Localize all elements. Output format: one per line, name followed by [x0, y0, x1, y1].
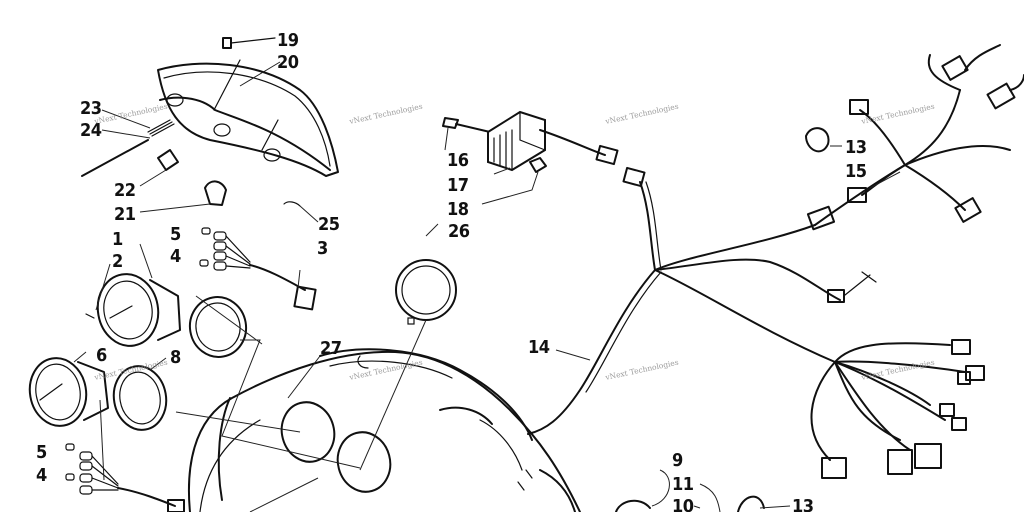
callout-5-upper: 5	[170, 224, 181, 245]
watermark-text: vNext Technologies	[604, 358, 680, 383]
callout-1: 1	[112, 229, 123, 250]
regulator-nut	[481, 157, 547, 205]
callout-17: 17	[447, 175, 469, 196]
bulb-socket	[139, 149, 179, 187]
cable-tie-upper	[805, 127, 842, 153]
callout-20: 20	[277, 52, 299, 73]
watermark-text: vNext Technologies	[348, 102, 424, 127]
bottom-parts	[615, 469, 791, 512]
speedometer	[85, 243, 181, 347]
callout-6: 6	[96, 345, 107, 366]
callout-14: 14	[528, 337, 550, 358]
regulator-bolt	[442, 117, 491, 151]
callout-11: 11	[672, 474, 694, 495]
callout-3: 3	[317, 238, 328, 259]
callout-16: 16	[447, 150, 469, 171]
callout-5-lower: 5	[36, 442, 47, 463]
headlight-bezel-ring	[395, 223, 457, 325]
dash-panel	[175, 295, 581, 512]
bulb-elbow	[139, 180, 227, 213]
callout-22: 22	[114, 180, 136, 201]
callout-2: 2	[112, 251, 123, 272]
callout-21: 21	[114, 204, 136, 225]
callout-13-lower: 13	[792, 496, 814, 512]
tachometer-bulbs	[65, 399, 185, 512]
speedometer-bulbs	[199, 227, 317, 311]
callout-24: 24	[80, 120, 102, 141]
bulb-clip	[222, 37, 276, 49]
callout-19: 19	[277, 30, 299, 51]
callout-15: 15	[845, 161, 867, 182]
tachometer-bezel	[112, 357, 168, 431]
callout-10: 10	[672, 496, 694, 512]
speedometer-bezel	[188, 296, 248, 358]
callout-4-upper: 4	[170, 246, 181, 267]
wire-clip	[283, 201, 319, 223]
spring-part	[81, 109, 175, 177]
leader-20	[239, 61, 281, 87]
watermark-text: vNext Technologies	[93, 102, 169, 127]
watermark-text: vNext Technologies	[860, 102, 936, 127]
tachometer	[28, 351, 109, 427]
callout-18: 18	[447, 199, 469, 220]
callout-25: 25	[318, 214, 340, 235]
watermark-text: vNext Technologies	[604, 102, 680, 127]
callout-13-upper: 13	[845, 137, 867, 158]
callout-labels: 19 20 23 24 22 21 25 16 17 18 26 1 2 5 4…	[36, 30, 867, 512]
voltage-regulator	[487, 110, 646, 188]
callout-26: 26	[448, 221, 470, 242]
callout-23: 23	[80, 98, 102, 119]
callout-9: 9	[672, 450, 683, 471]
leader-15	[869, 171, 901, 189]
callout-8: 8	[170, 347, 181, 368]
headlight-housing	[157, 59, 339, 177]
wiring-harness	[527, 44, 1024, 479]
callout-27: 27	[320, 338, 342, 359]
callout-4-lower: 4	[36, 465, 47, 486]
panel-lines-lower	[249, 477, 319, 512]
